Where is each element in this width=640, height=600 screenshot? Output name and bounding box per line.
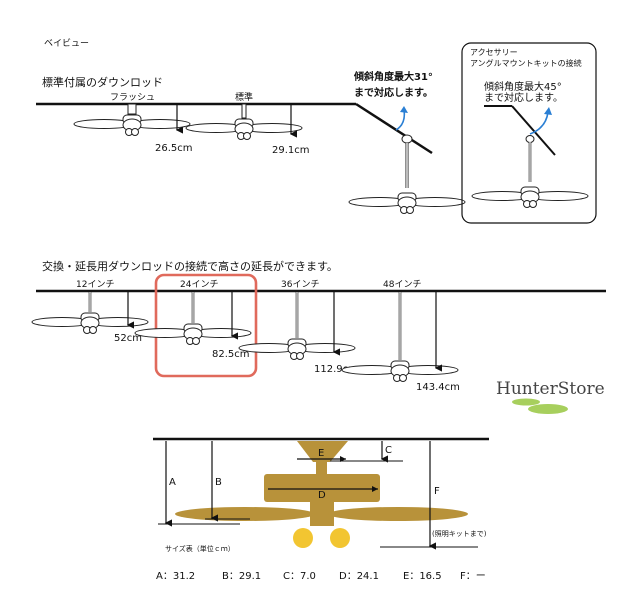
size-e: E：16.5 xyxy=(403,571,442,582)
standard-height: 29.1cm xyxy=(272,145,310,156)
rod-12-label: 12インチ xyxy=(76,279,114,290)
fan-36-inch xyxy=(238,292,356,360)
fan-24-inch xyxy=(134,292,252,345)
height-48: 143.4cm xyxy=(416,382,460,393)
size-table-title: サイズ表（単位ｃｍ） xyxy=(165,544,235,553)
rod-48-label: 48インチ xyxy=(383,279,421,290)
size-c: C：7.0 xyxy=(283,571,316,582)
highlight-24-inch xyxy=(154,273,258,378)
dimension-d-arrowhead xyxy=(372,486,378,492)
letter-d: D xyxy=(318,490,326,501)
brand-name: HunterStore xyxy=(496,379,605,399)
letter-f: F xyxy=(434,486,440,497)
flush-mount-fan xyxy=(73,103,191,136)
standard-section-title: 標準付属のダウンロッド xyxy=(42,75,163,89)
sloped-ceiling-line xyxy=(355,102,433,155)
slope-note-line2: まで対応します。 xyxy=(354,86,433,99)
flush-label: フラッシュ xyxy=(110,92,155,103)
size-b: B：29.1 xyxy=(222,571,261,582)
dimension-fan xyxy=(175,441,468,548)
size-a: A：31.2 xyxy=(156,571,195,582)
accessory-title-line1: アクセサリー xyxy=(470,48,518,57)
rod-24-label: 24インチ xyxy=(180,279,218,290)
light-kit-note: (照明キットまで) xyxy=(432,530,487,538)
flush-height: 26.5cm xyxy=(155,143,193,154)
slope-note-line1: 傾斜角度最大31° xyxy=(353,70,433,83)
letter-b: B xyxy=(215,477,222,488)
brand-leaf-large xyxy=(528,404,568,414)
model-name: ベイビュー xyxy=(44,38,89,49)
standard-downrod-fan xyxy=(185,103,303,140)
accessory-fan xyxy=(471,135,589,208)
brand-leaf-small xyxy=(512,398,540,406)
slope-angle-arrowhead xyxy=(400,106,408,113)
extension-section-title: 交換・延長用ダウンロッドの接続で高さの延長ができます。 xyxy=(42,259,338,273)
height-36: 112.9cm xyxy=(314,364,358,375)
slope-angle-arrow xyxy=(395,109,406,131)
angled-ceiling-fan xyxy=(348,134,466,214)
accessory-angle-arrow xyxy=(529,111,549,135)
accessory-slope-line2: まで対応します。 xyxy=(484,91,563,104)
letter-e: E xyxy=(318,448,324,459)
dimension-e-arrowhead xyxy=(340,456,346,462)
rod-36-label: 36インチ xyxy=(281,279,319,290)
accessory-box xyxy=(461,42,597,224)
size-f: F：ー xyxy=(460,571,486,582)
size-d: D：24.1 xyxy=(339,571,379,582)
height-12: 52cm xyxy=(114,333,142,344)
accessory-slope-line1: 傾斜角度最大45° xyxy=(484,80,562,93)
accessory-angle-arrowhead xyxy=(544,107,552,115)
standard-label: 標準 xyxy=(235,91,253,103)
fan-48-inch xyxy=(341,292,459,382)
accessory-sloped-line xyxy=(511,105,556,156)
letter-c: C xyxy=(385,445,392,456)
height-24: 82.5cm xyxy=(212,349,250,360)
fan-12-inch xyxy=(31,292,149,334)
accessory-title-line2: アングルマウントキットの接続 xyxy=(470,58,582,68)
letter-a: A xyxy=(169,477,176,488)
